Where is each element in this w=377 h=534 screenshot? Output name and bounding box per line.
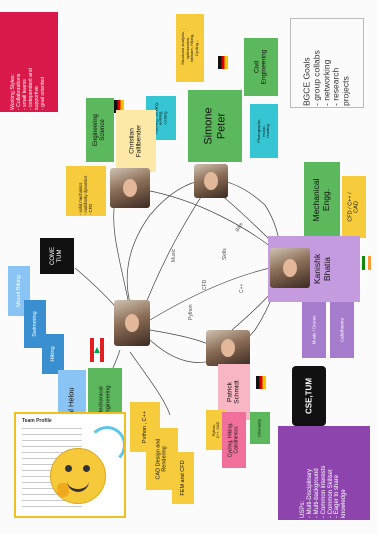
working-styles-note: Working Styles: - Collaborations - small… bbox=[0, 12, 58, 112]
edge-label-cfd: CFD bbox=[202, 279, 208, 290]
simone-field-note: Civil Engineering bbox=[244, 38, 278, 96]
christian-field-text: Engineering Science bbox=[93, 113, 106, 147]
cedar-icon bbox=[94, 347, 100, 353]
simone-note-yellow-text: Structural analysis, optimization, labwa… bbox=[179, 31, 199, 65]
christian-face bbox=[123, 179, 137, 197]
patrick-name: Patrick Schmidt bbox=[226, 380, 241, 404]
team-profile-title: Team Profile bbox=[22, 418, 52, 424]
germany-flag bbox=[218, 56, 228, 69]
kanishk-name: Kanishk Bhatia bbox=[312, 253, 333, 285]
patrick-note-green-text: Chemistry bbox=[256, 419, 262, 438]
simone-name: Simone Peter bbox=[202, 107, 227, 145]
connection-christian-kanishk bbox=[144, 189, 276, 251]
edge-label-music: Music bbox=[171, 248, 177, 262]
christian-name-note: Christian Faltlbender bbox=[116, 110, 156, 172]
jalal-hobby-mountbiking-text: Mount Biking bbox=[15, 275, 22, 307]
kanishk-skills-note: CFD / C++ / CAD bbox=[342, 176, 366, 238]
jalal-face bbox=[125, 314, 139, 332]
usps-note: USPs: - Multi-Disciplinary - Multi-backg… bbox=[278, 426, 370, 520]
bgce-goals-note: BGCE Goals - group collabs - networking … bbox=[290, 18, 364, 108]
edge-label-skills: Skills bbox=[222, 248, 228, 260]
emoji-eye-left bbox=[65, 465, 72, 472]
patrick-photo bbox=[206, 330, 250, 366]
jalal-hobby-swimming: Swimming bbox=[24, 300, 46, 348]
cse-tum-note: CSE,TUM bbox=[292, 366, 326, 426]
simone-note-blue-text: Photography, music, reading bbox=[256, 119, 271, 143]
kanishk-hobby-music-text: Music / Drums bbox=[311, 315, 317, 345]
simone-name-note: Simone Peter bbox=[188, 90, 242, 162]
edge-label-bike: Bike bbox=[235, 221, 245, 233]
simone-field-text: Civil Engineering bbox=[253, 49, 268, 85]
emoji-eye-right bbox=[83, 465, 90, 472]
jalal-skill-fem: FEM and CFD bbox=[172, 452, 194, 504]
kanishk-hobby-music: Music / Drums bbox=[302, 302, 326, 358]
jalal-skill-fem-text: FEM and CFD bbox=[179, 460, 186, 496]
patrick-hobby-pink: Cycling, Hiking, Calisthenics bbox=[222, 412, 246, 468]
india-flag bbox=[362, 256, 371, 270]
simone-note-yellow: Structural analysis, optimization, labwa… bbox=[176, 14, 204, 82]
lebanon-flag bbox=[90, 338, 104, 362]
christian-note-teal-text: Running, climbing, working, cooking bbox=[154, 102, 168, 134]
come-tum-note: COME TUM bbox=[40, 238, 74, 274]
usps-text: USPs: - Multi-Disciplinary - Multi-backg… bbox=[299, 465, 348, 518]
germany-flag-christian bbox=[114, 100, 124, 113]
jalal-skill-cad-text: CAD Design and Rendering bbox=[155, 438, 168, 480]
patrick-skills-yellow: Python, C++, CAD bbox=[206, 410, 226, 450]
kanishk-hobby-calisthenics-text: Calisthenics bbox=[339, 317, 345, 343]
connection-jalal-patrick bbox=[149, 329, 211, 346]
kanishk-hobby-calisthenics: Calisthenics bbox=[330, 302, 354, 358]
patrick-skills-yellow-text: Python, C++, CAD bbox=[211, 421, 220, 439]
kanishk-skills-text: CFD / C++ / CAD bbox=[347, 192, 360, 222]
come-tum-text: COME TUM bbox=[50, 247, 63, 265]
connection-jalal-kanishk bbox=[149, 267, 271, 321]
working-styles-text: Working Styles: - Collaborations - small… bbox=[10, 68, 46, 110]
kanishk-field-note: Mechanical Engg. bbox=[304, 162, 340, 238]
patrick-note-green: Chemistry bbox=[250, 412, 270, 444]
connection-jalal-christian bbox=[113, 199, 129, 301]
emoji-hand bbox=[57, 483, 69, 497]
edge-label-cpp: C++ bbox=[239, 283, 245, 293]
cse-tum-text: CSE,TUM bbox=[304, 378, 314, 414]
emoji-arc-icon bbox=[88, 426, 124, 464]
christian-note-yellow: - solid mechanics - multibody dynamics -… bbox=[66, 166, 106, 216]
jalal-hobby-hiking: Hiking bbox=[42, 334, 64, 374]
kanishk-face bbox=[283, 259, 297, 277]
patrick-hobby-pink-text: Cycling, Hiking, Calisthenics bbox=[227, 422, 239, 458]
simone-face bbox=[204, 172, 218, 190]
simone-photo bbox=[194, 164, 228, 198]
emoji-mouth bbox=[67, 479, 89, 492]
kanishk-photo bbox=[270, 248, 310, 288]
germany-flag-patrick bbox=[256, 376, 266, 389]
christian-photo bbox=[110, 168, 150, 208]
kanishk-field-text: Mechanical Engg. bbox=[311, 178, 331, 222]
christian-note-yellow-text: - solid mechanics - multibody dynamics -… bbox=[77, 175, 93, 215]
jalal-hobby-swimming-text: Swimming bbox=[31, 311, 38, 337]
connection-jalal-skills bbox=[129, 351, 171, 416]
edge-label-python: Python bbox=[188, 304, 194, 320]
jalal-hobby-hiking-text: Hiking bbox=[49, 346, 56, 362]
bgce-goals-text: BGCE Goals - group collabs - networking … bbox=[301, 50, 351, 106]
team-profile-card: Team Profile bbox=[14, 412, 126, 518]
patrick-face bbox=[221, 339, 235, 357]
christian-field-note: Engineering Science bbox=[86, 98, 114, 162]
simone-note-blue: Photography, music, reading bbox=[250, 104, 278, 158]
jalal-photo bbox=[114, 300, 150, 346]
christian-name: Christian Faltlbender bbox=[128, 124, 143, 158]
